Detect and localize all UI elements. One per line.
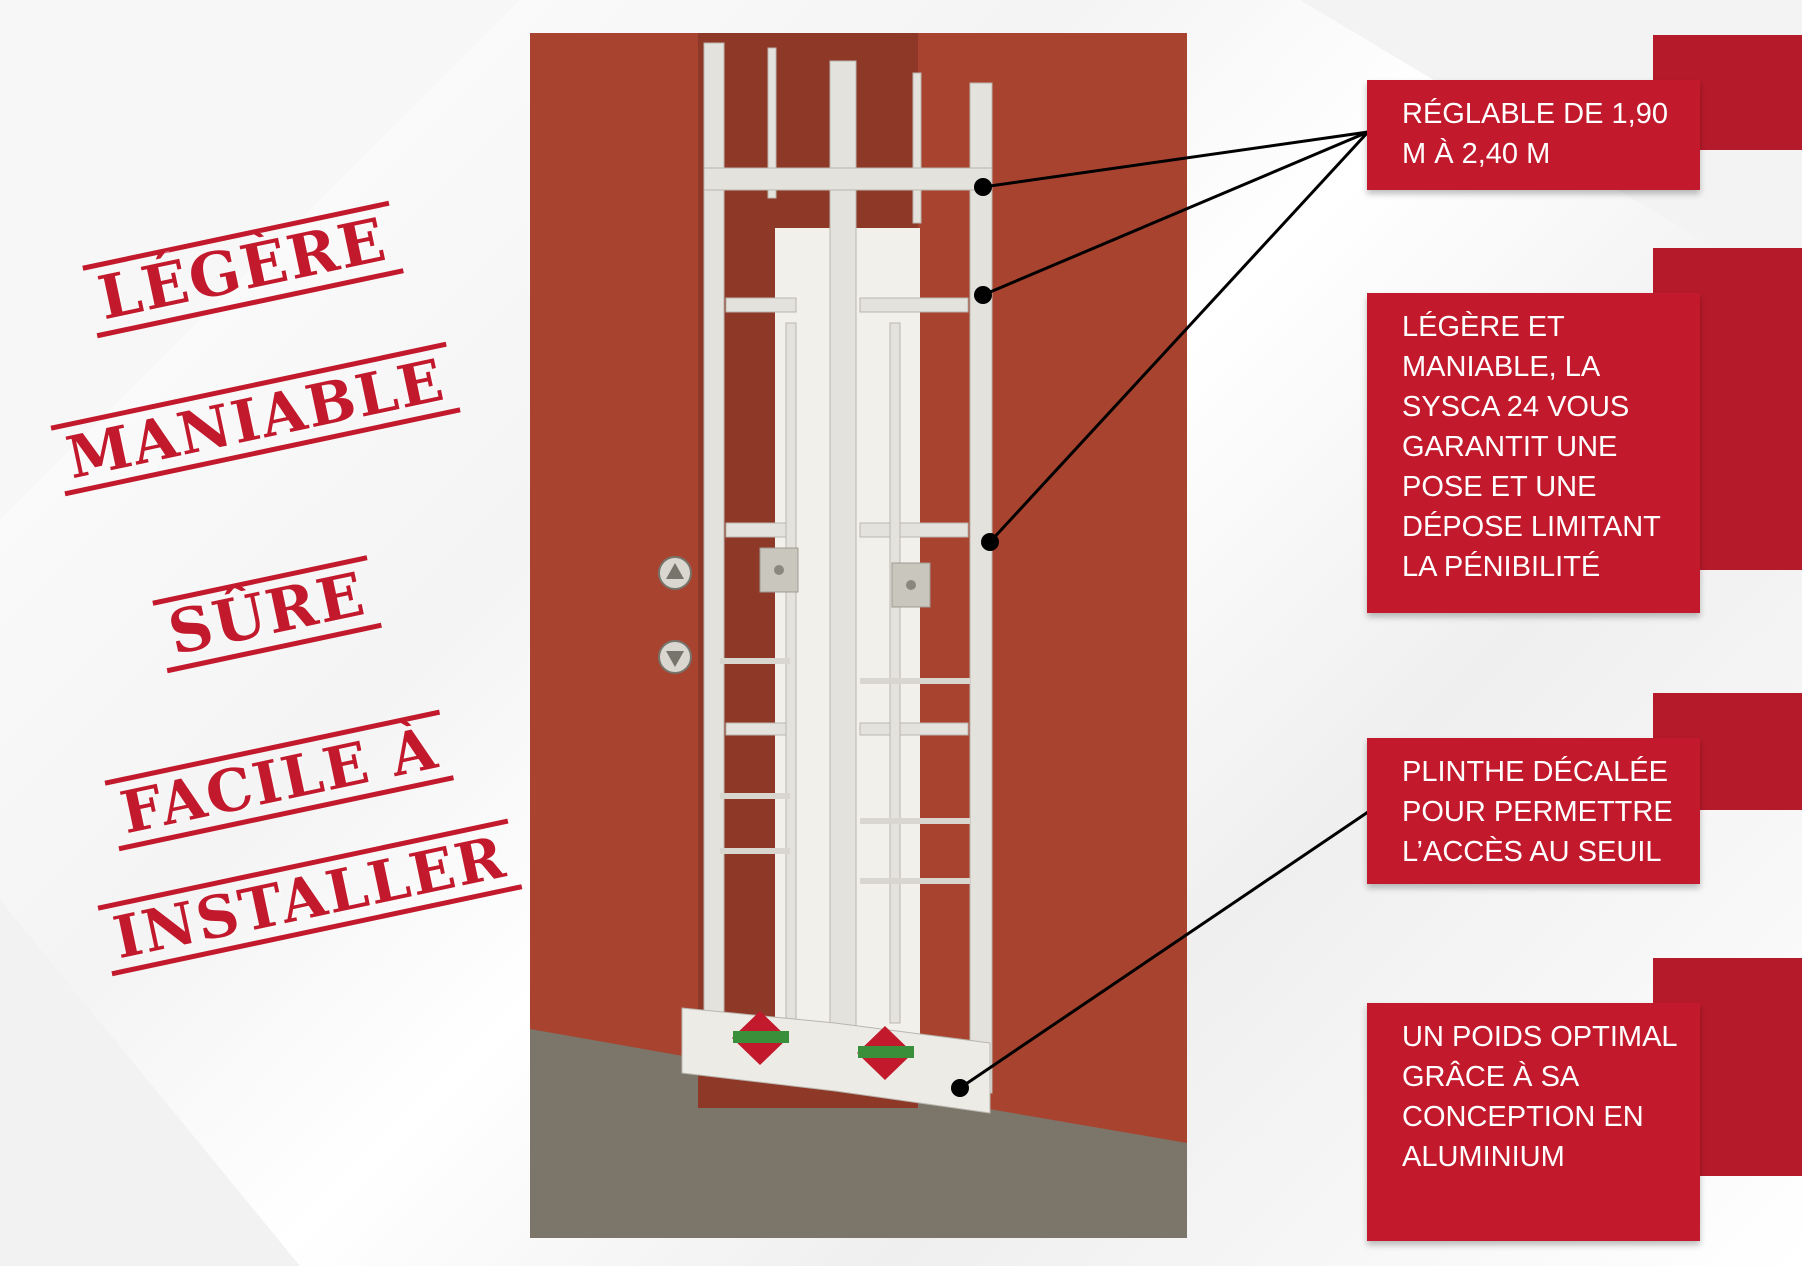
floor xyxy=(530,1029,1187,1238)
down-arrow-icon xyxy=(658,640,692,674)
leader-dot xyxy=(974,178,992,196)
leader-dot xyxy=(974,286,992,304)
leader-dot xyxy=(951,1079,969,1097)
callout-plinthe-text: PLINTHE DÉCALÉE POUR PERMETTRE L’ACCÈS A… xyxy=(1402,756,1673,868)
product-photo xyxy=(530,33,1187,1238)
frame xyxy=(703,42,993,1094)
leader-dot xyxy=(981,533,999,551)
callout-legere-text: LÉGÈRE ET MANIABLE, LA SYSCA 24 VOUS GAR… xyxy=(1402,311,1661,583)
up-arrow-icon xyxy=(658,556,692,590)
callout-reglable-text: RÉGLABLE DE 1,90 m À 2,40 m xyxy=(1402,98,1668,170)
callout-poids-text: UN POIDS OPTIMAL GRÂCE À SA CONCEPTION E… xyxy=(1402,1021,1677,1173)
